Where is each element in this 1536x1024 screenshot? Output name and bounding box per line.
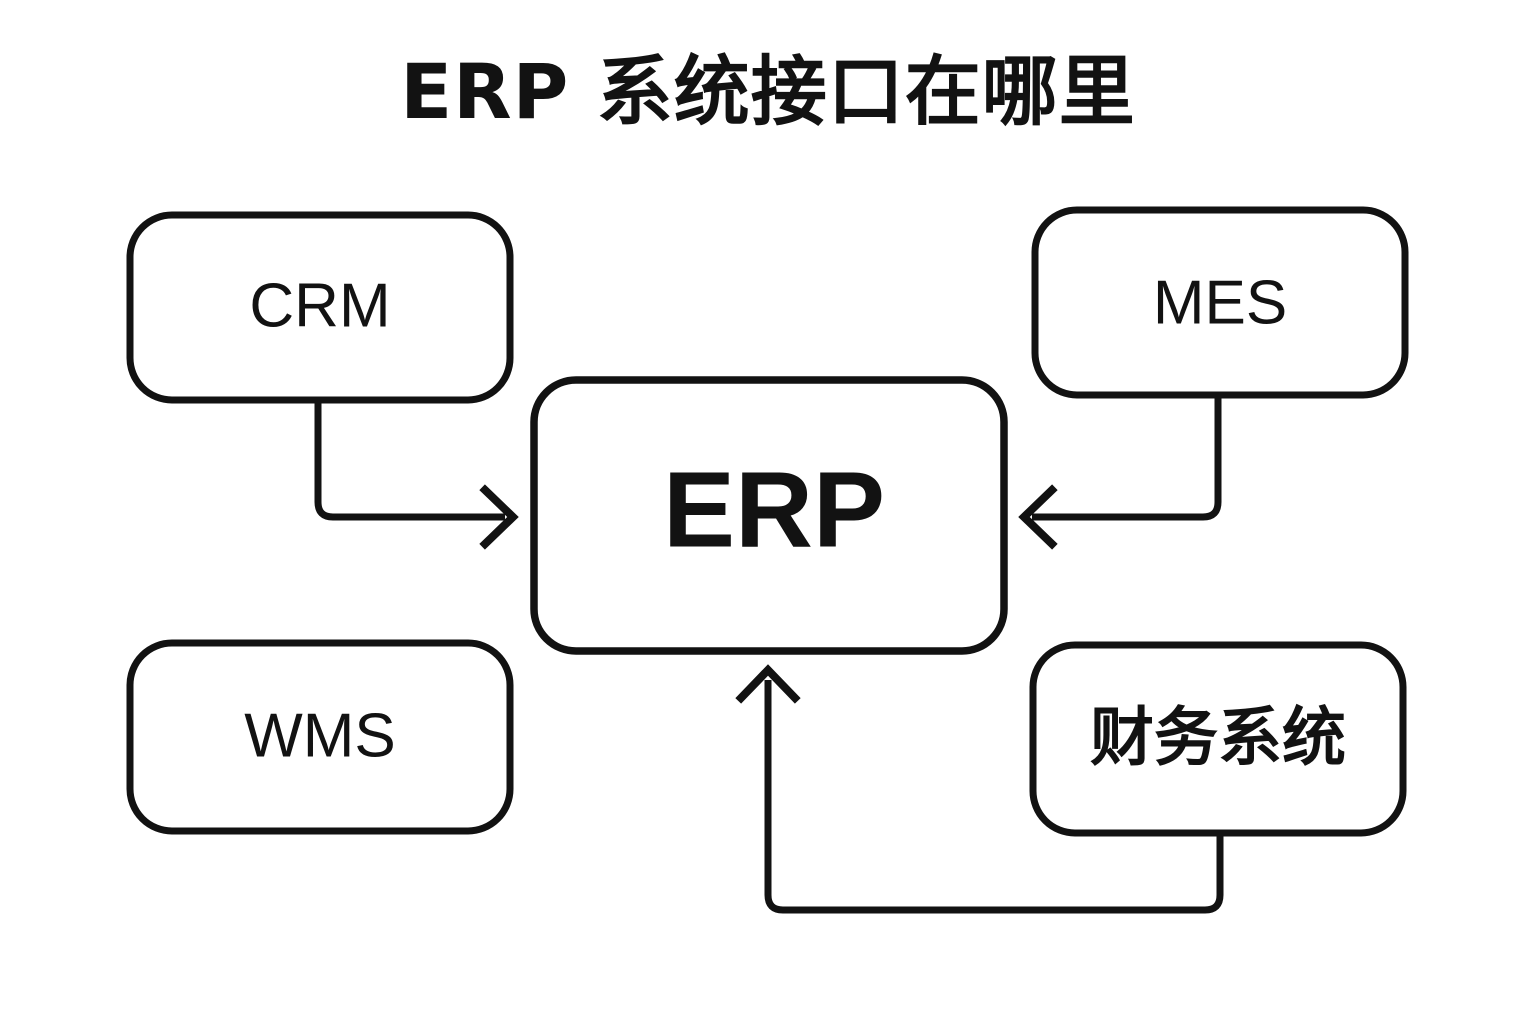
node-wms-box[interactable] [126, 639, 514, 835]
node-wms-label: WMS [244, 701, 396, 770]
arrow-head-up-icon [735, 664, 801, 704]
node-mes[interactable]: MES [1031, 206, 1409, 399]
connector-mes-line [1032, 395, 1222, 521]
connector-finance-line [764, 680, 1224, 914]
connector-crm-to-erp [314, 398, 519, 550]
arrow-head-right-icon [479, 484, 519, 550]
page-title: ERP 系统接口在哪里 [400, 47, 1136, 136]
node-finance[interactable]: 财务系统 [1029, 641, 1407, 837]
connector-crm-line [314, 398, 505, 521]
arrow-head-left-icon [1018, 484, 1058, 550]
connector-mes-to-erp [1018, 395, 1222, 550]
node-mes-label: MES [1153, 268, 1287, 337]
node-crm-box[interactable] [126, 211, 514, 404]
node-crm-label: CRM [249, 271, 390, 340]
connector-finance-to-erp [735, 664, 1224, 914]
node-crm[interactable]: CRM [126, 211, 514, 404]
node-erp-box[interactable] [530, 376, 1008, 655]
node-finance-box[interactable] [1029, 641, 1407, 837]
node-mes-box[interactable] [1031, 206, 1409, 399]
node-wms[interactable]: WMS [126, 639, 514, 835]
node-finance-label: 财务系统 [1090, 702, 1346, 776]
node-erp-label: ERP [663, 449, 885, 570]
node-erp[interactable]: ERP [530, 376, 1008, 655]
